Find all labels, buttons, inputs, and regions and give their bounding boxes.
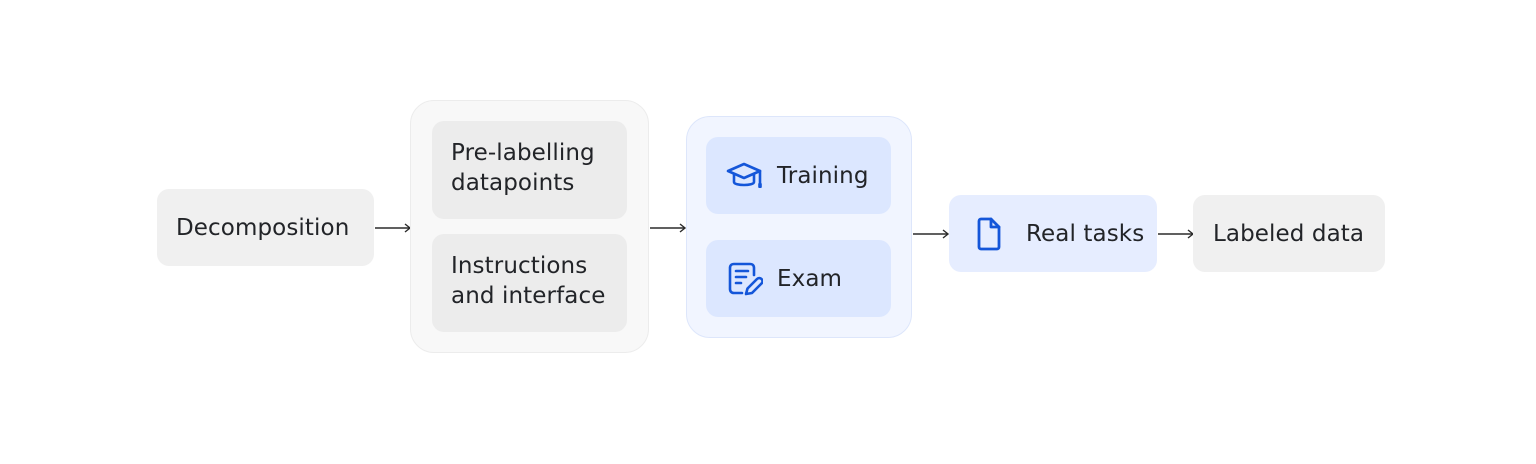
node-labeled-data: Labeled data bbox=[1193, 195, 1385, 272]
graduation-cap-icon bbox=[725, 157, 763, 195]
node-training: Training bbox=[706, 137, 891, 214]
node-prelabelling-label: Pre-labelling datapoints bbox=[451, 140, 595, 196]
node-decomposition-label: Decomposition bbox=[176, 214, 350, 241]
node-labeled-data-label: Labeled data bbox=[1213, 220, 1365, 247]
arrow-real-tasks-to-labeled bbox=[1157, 227, 1195, 241]
document-edit-icon bbox=[725, 260, 763, 298]
node-exam: Exam bbox=[706, 240, 891, 317]
node-training-label: Training bbox=[777, 162, 869, 189]
node-decomposition: Decomposition bbox=[157, 189, 374, 266]
node-instructions-label: Instructions and interface bbox=[451, 253, 606, 309]
node-real-tasks: Real tasks bbox=[949, 195, 1157, 272]
group-qualification: Training Exam bbox=[686, 116, 912, 338]
node-exam-label: Exam bbox=[777, 265, 843, 292]
node-prelabelling: Pre-labelling datapoints bbox=[432, 121, 627, 219]
node-instructions: Instructions and interface bbox=[432, 234, 627, 332]
arrow-qualification-to-real-tasks bbox=[912, 227, 950, 241]
node-real-tasks-label: Real tasks bbox=[1026, 220, 1145, 247]
arrow-decomposition-to-prep bbox=[374, 221, 412, 235]
arrow-prep-to-qualification bbox=[649, 221, 687, 235]
document-icon bbox=[970, 215, 1008, 253]
group-preparation: Pre-labelling datapoints Instructions an… bbox=[410, 100, 649, 353]
